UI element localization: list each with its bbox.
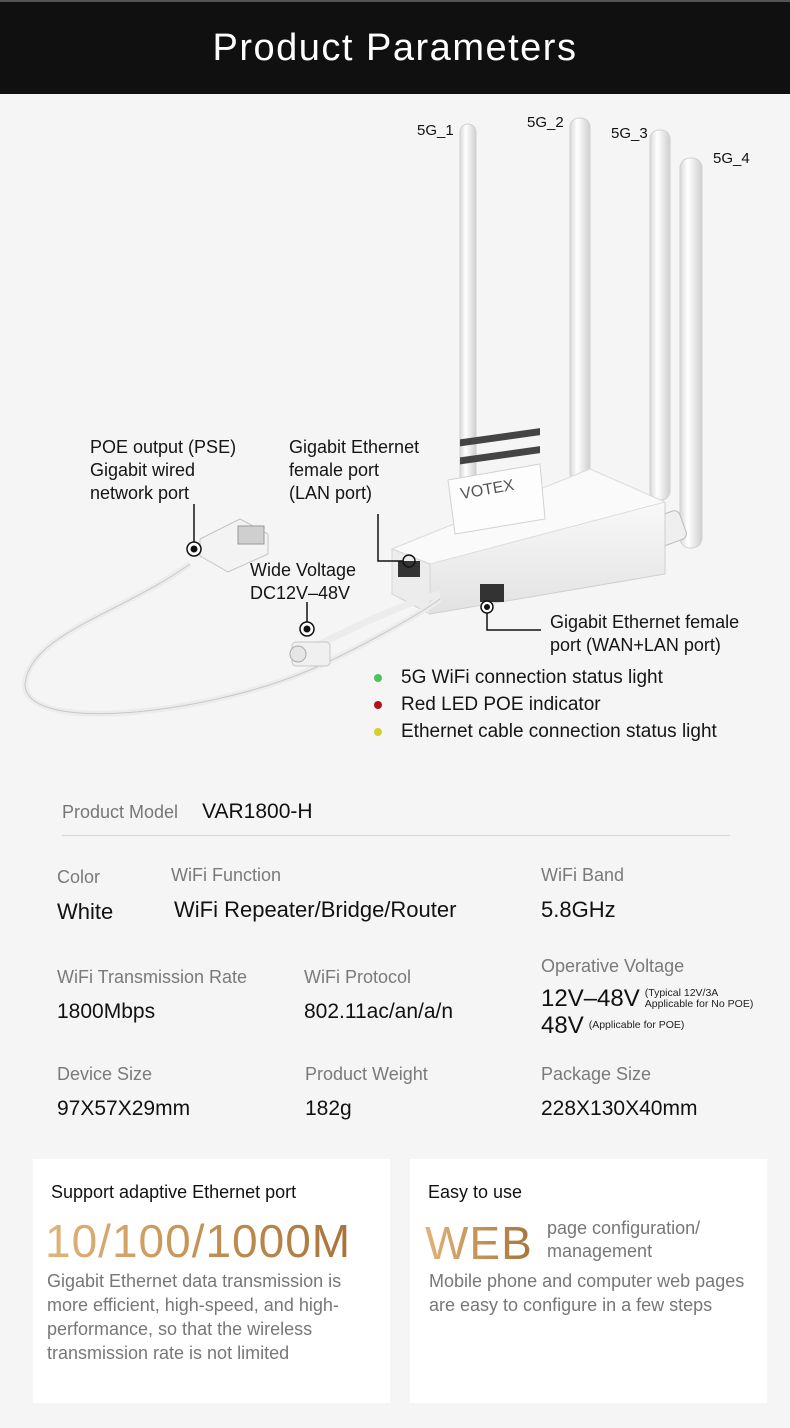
feature-highlight: 10/100/1000M: [45, 1215, 352, 1267]
antenna-label-3: 5G_3: [611, 125, 648, 142]
spec-operative-voltage: Operative Voltage 12V–48V (Typical 12V/3…: [541, 956, 754, 1039]
antenna-label-2: 5G_2: [527, 114, 564, 131]
antenna-1: [459, 123, 477, 485]
feature-card-ethernet: Support adaptive Ethernet port 10/100/10…: [33, 1159, 390, 1403]
product-model-value: VAR1800-H: [202, 800, 313, 823]
legend-item-poe: Red LED POE indicator: [372, 691, 717, 718]
feature-highlight-side: page configuration/ management: [547, 1218, 701, 1261]
feature-description: Mobile phone and computer web pages are …: [429, 1271, 745, 1315]
spec-package-size: Package Size 228X130X40mm: [541, 1064, 698, 1120]
antenna-label-1: 5G_1: [417, 122, 454, 139]
spec-wifi-function: WiFi Function WiFi Repeater/Bridge/Route…: [171, 865, 457, 922]
page-header: Product Parameters: [0, 0, 790, 94]
callout-wide-voltage: Wide Voltage DC12V–48V: [250, 560, 357, 603]
antenna-2: [569, 117, 591, 483]
spec-product-weight: Product Weight 182g: [305, 1064, 428, 1120]
spec-transmission-rate: WiFi Transmission Rate 1800Mbps: [57, 967, 248, 1023]
antenna-3: [649, 129, 671, 501]
feature-card-web: Easy to use WEB page configuration/ mana…: [410, 1159, 767, 1403]
antenna-label-4: 5G_4: [713, 150, 750, 167]
callout-wan-lan-port: Gigabit Ethernet female port (WAN+LAN po…: [550, 612, 740, 655]
callout-poe-output: POE output (PSE) Gigabit wired network p…: [90, 437, 237, 503]
indicator-legend: 5G WiFi connection status light Red LED …: [372, 664, 717, 745]
yellow-dot-icon: [374, 727, 382, 736]
feature-title: Easy to use: [428, 1182, 523, 1202]
spec-wifi-band: WiFi Band 5.8GHz: [541, 865, 625, 922]
spec-wifi-protocol: WiFi Protocol 802.11ac/an/a/n: [304, 967, 454, 1023]
callout-lan-port: Gigabit Ethernet female port (LAN port): [289, 437, 420, 503]
feature-description: Gigabit Ethernet data transmission is mo…: [47, 1271, 342, 1363]
product-model-row: Product Model VAR1800-H: [62, 800, 730, 836]
red-dot-icon: [374, 700, 382, 709]
page-title: Product Parameters: [212, 26, 578, 69]
product-diagram: VOTEX 5G_1 5G_2 5G_3 5G_4 POE output (PS…: [0, 94, 790, 764]
spec-device-size: Device Size 97X57X29mm: [57, 1064, 191, 1120]
router-illustration: VOTEX: [21, 117, 703, 717]
legend-item-wifi: 5G WiFi connection status light: [372, 664, 717, 691]
legend-item-ethernet: Ethernet cable connection status light: [372, 718, 717, 745]
feature-title: Support adaptive Ethernet port: [51, 1182, 297, 1202]
green-dot-icon: [374, 673, 382, 682]
product-model-label: Product Model: [62, 802, 179, 822]
spec-color: Color White: [57, 867, 114, 924]
feature-highlight: WEB: [425, 1217, 533, 1269]
